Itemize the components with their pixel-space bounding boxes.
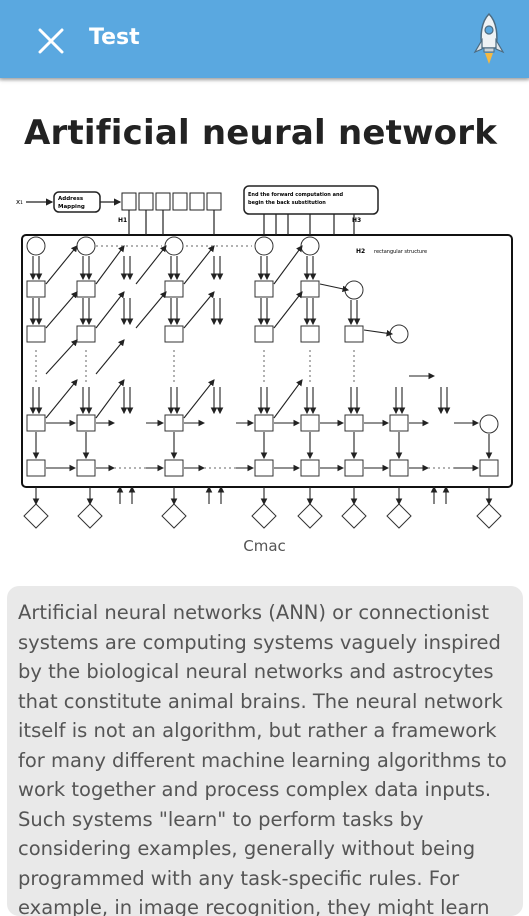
svg-text:H2: H2 (356, 248, 365, 255)
svg-text:x₁: x₁ (16, 198, 23, 206)
rocket-icon (473, 12, 505, 64)
description-card: Artificial neural networks (ANN) or conn… (7, 586, 523, 916)
svg-text:End the forward computation an: End the forward computation and (248, 192, 344, 198)
figure-caption: Cmac (243, 537, 286, 555)
description-text: Artificial neural networks (ANN) or conn… (18, 601, 507, 916)
close-icon (38, 28, 64, 54)
svg-text:H1: H1 (118, 217, 127, 224)
svg-text:H3: H3 (352, 217, 361, 224)
app-bar-shadow (0, 78, 529, 82)
page-title: Artificial neural network (24, 113, 498, 153)
svg-text:Address: Address (58, 196, 84, 202)
app-bar: Test (0, 0, 529, 78)
app-bar-title: Test (89, 25, 140, 50)
cmac-diagram-image: x₁ Address Mapping H1 End the forward co… (16, 185, 513, 529)
close-button[interactable] (32, 22, 70, 60)
svg-text:begin the back substitution: begin the back substitution (248, 200, 326, 206)
svg-text:Mapping: Mapping (58, 204, 85, 210)
svg-text:rectangular structure: rectangular structure (374, 249, 427, 255)
